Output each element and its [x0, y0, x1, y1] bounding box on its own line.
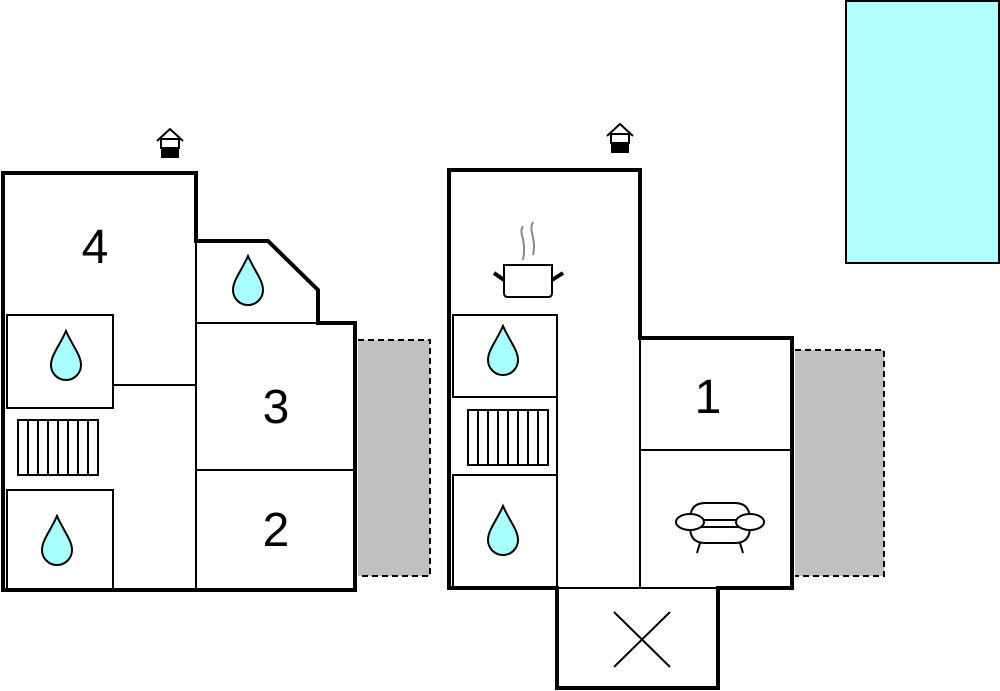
room-label: 2 — [263, 504, 290, 557]
left-unit-walls — [1, 171, 357, 592]
left-unit: 4 3 2 — [1, 128, 357, 592]
pool — [845, 0, 1000, 264]
room-label: 4 — [82, 221, 109, 274]
entrance-icon — [156, 128, 184, 159]
radiator-icon — [467, 409, 549, 466]
radiator-icon — [17, 419, 99, 476]
room-label: 3 — [263, 381, 290, 434]
cooking-pot-icon — [492, 221, 565, 298]
balcony-cross-icon — [613, 611, 671, 668]
terrace-right — [795, 349, 885, 577]
room-label: 1 — [695, 371, 722, 424]
sofa-icon — [675, 502, 765, 554]
right-unit: 1 — [447, 123, 794, 690]
terrace-left — [358, 339, 431, 577]
entrance-icon — [606, 123, 634, 154]
